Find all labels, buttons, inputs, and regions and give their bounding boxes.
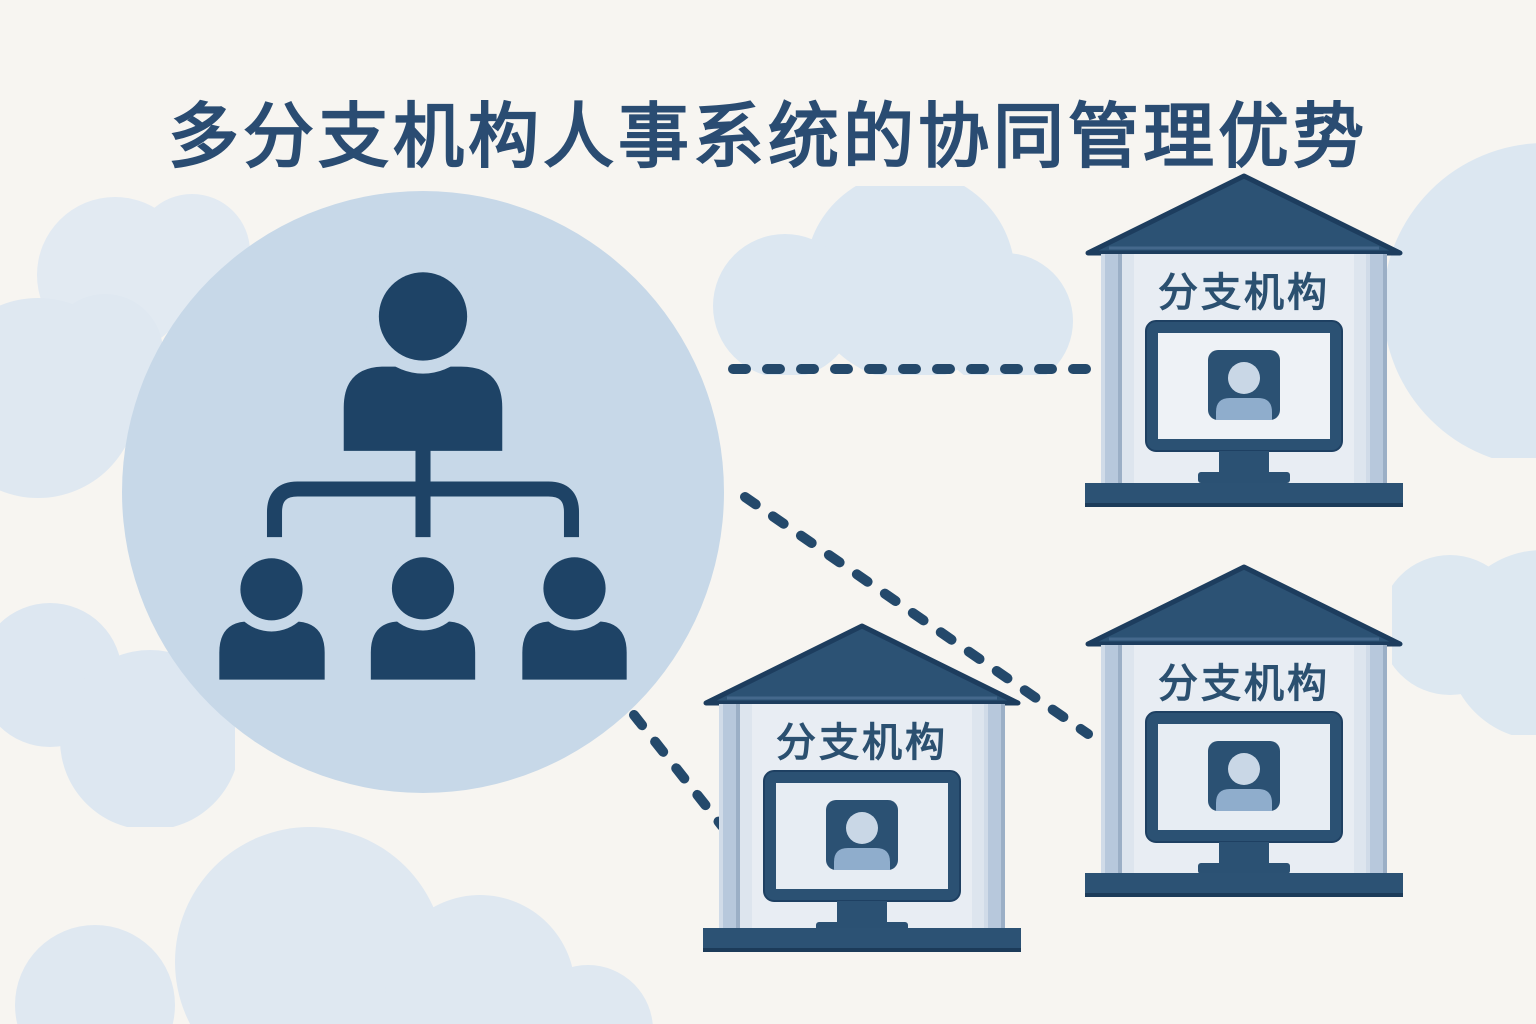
user-body [1216,398,1272,420]
branch-label: 分支机构 [1158,270,1330,316]
org-chart-connector [266,444,580,538]
monitor-user-icon [1145,320,1343,483]
roof-icon [703,623,1021,706]
org-chart-icon [219,259,627,680]
branch-building-bottom-middle: 分支机构 [703,622,1021,952]
monitor-user-icon [763,770,961,933]
building-pillar [1101,254,1122,483]
user-head [1228,753,1260,785]
cloud [15,925,175,1024]
branch-label: 分支机构 [1158,661,1330,707]
manager-head [378,272,468,361]
building-base [1085,873,1403,897]
building-base [1085,483,1403,507]
roof-icon [1085,564,1403,647]
member-head [391,557,455,620]
member-head [240,558,303,621]
cloud [1392,540,1536,735]
member-body [370,621,476,680]
building-pillar [984,704,1005,928]
monitor-user-icon [1145,711,1343,874]
cloud-lobe [937,253,1073,375]
manager-body [343,366,503,451]
member-head [543,557,606,620]
member-body [219,621,325,680]
cloud [1380,140,1536,458]
roof-icon [1085,173,1403,256]
user-head [1228,362,1260,394]
building-pillar [1101,645,1122,873]
headquarters-circle [122,191,724,793]
cloud [705,186,1073,375]
cloud-lobe [1383,143,1536,458]
member-body [522,621,627,680]
building-pillar [1366,645,1387,873]
branch-building-bottom-right: 分支机构 [1085,563,1403,897]
user-body [834,848,890,870]
user-head [846,812,878,844]
cloud-lobe [713,234,857,375]
building-pillar [719,704,740,928]
building-pillar [1366,254,1387,483]
branch-label: 分支机构 [776,720,948,766]
user-body [1216,789,1272,811]
building-base [703,928,1021,952]
branch-building-top-right: 分支机构 [1085,172,1403,507]
page-title: 多分支机构人事系统的协同管理优势 [167,94,1368,178]
